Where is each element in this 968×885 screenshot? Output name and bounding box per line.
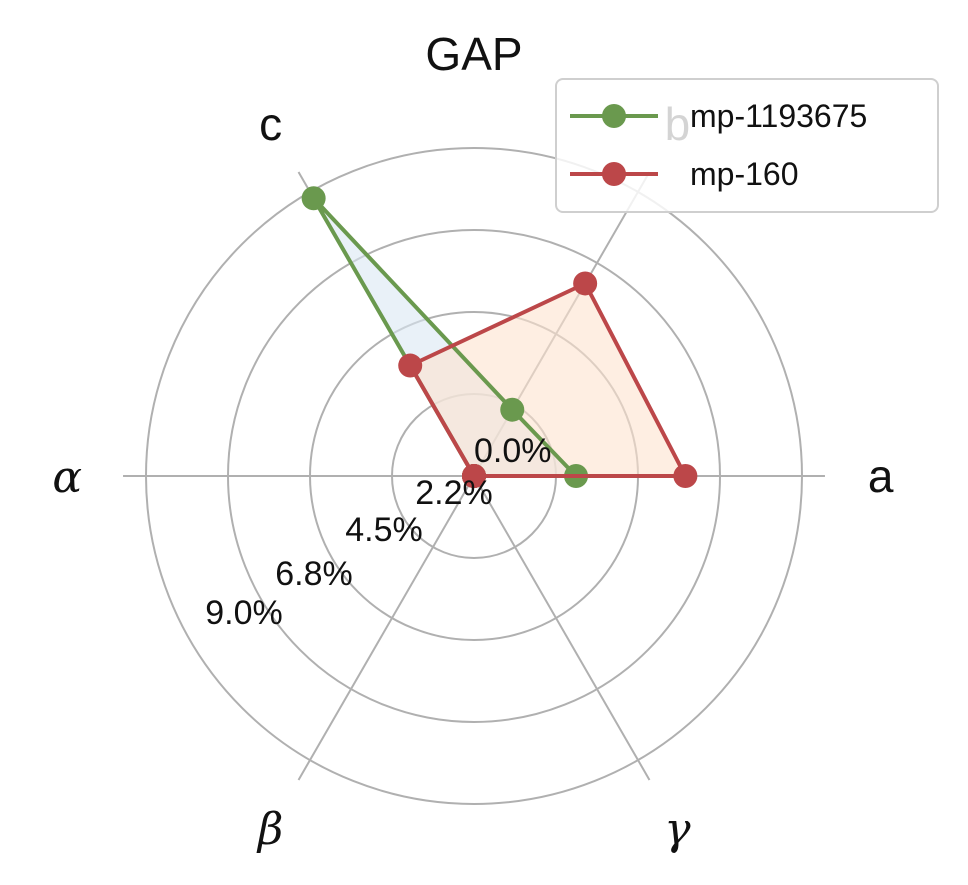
legend-marker-1 bbox=[602, 162, 626, 186]
series-1-point-5 bbox=[462, 464, 486, 488]
series-1-point-2 bbox=[398, 353, 423, 378]
series-0-point-2 bbox=[301, 186, 326, 211]
series-1-point-0 bbox=[673, 464, 698, 488]
axis-label-3: α bbox=[52, 452, 82, 503]
radial-tick-label: 0.0% bbox=[474, 432, 552, 470]
series-fill-1 bbox=[410, 283, 686, 476]
radial-tick-label: 6.8% bbox=[275, 555, 353, 593]
radial-tick-label: 9.0% bbox=[205, 594, 283, 632]
legend-marker-0 bbox=[602, 104, 626, 128]
legend: mp-1193675 mp-160 bbox=[555, 78, 939, 213]
radial-ticks: 0.0% 2.2%4.5% 6.8%9.0% bbox=[205, 432, 551, 632]
axis-label-0: a bbox=[868, 450, 894, 502]
axis-label-2: c bbox=[259, 98, 282, 150]
series-1-point-1 bbox=[573, 271, 598, 296]
legend-label-0: mp-1193675 bbox=[690, 98, 867, 134]
legend-label-1: mp-160 bbox=[690, 156, 799, 192]
series-lines bbox=[301, 186, 698, 488]
radial-tick-label: 2.2% bbox=[415, 474, 493, 512]
series-0-point-1 bbox=[500, 397, 525, 422]
axis-label-4: β bbox=[256, 804, 283, 855]
spoke-4 bbox=[297, 475, 475, 781]
radial-tick-label: 4.5% bbox=[345, 511, 423, 549]
series-fills bbox=[313, 198, 686, 477]
spoke-5 bbox=[473, 475, 651, 781]
axis-label-5: γ bbox=[664, 804, 691, 855]
chart-title: GAP bbox=[425, 28, 522, 80]
legend-box bbox=[555, 78, 939, 213]
